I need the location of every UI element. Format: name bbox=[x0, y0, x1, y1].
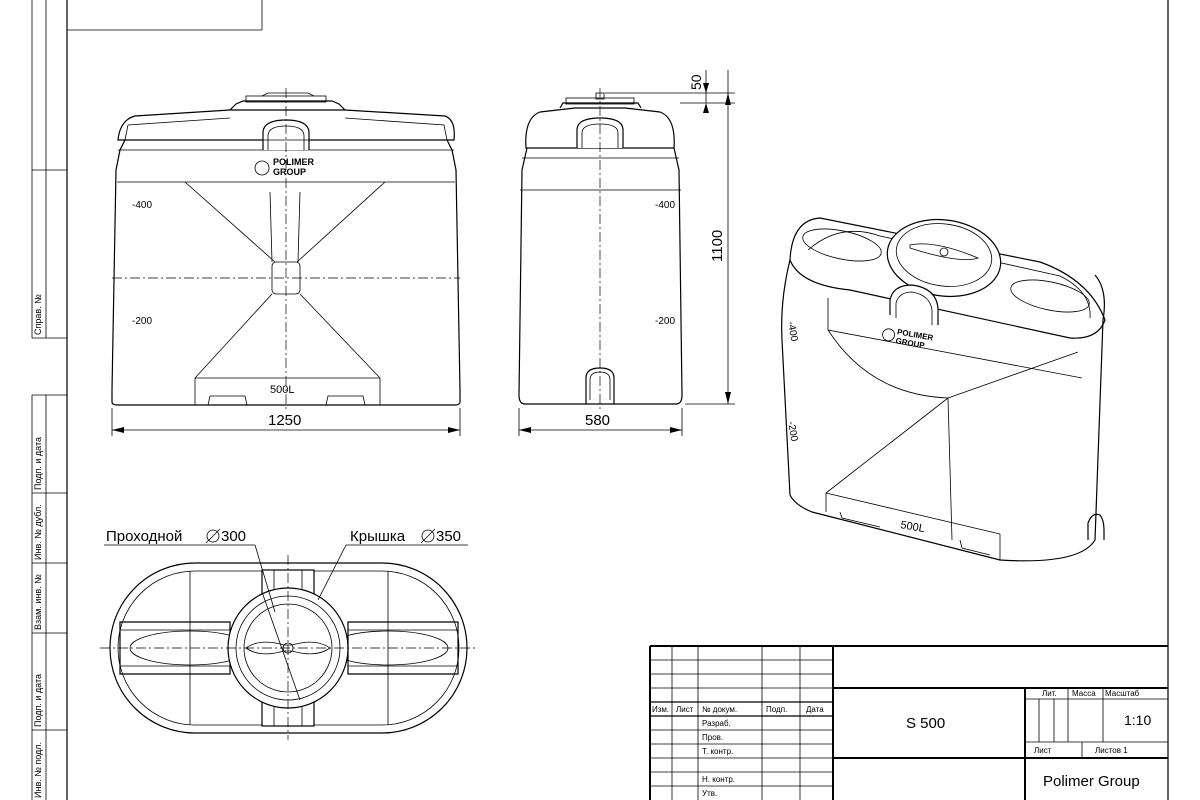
tb-mass-header: Масса bbox=[1072, 689, 1096, 698]
callout-manhole-size: 300 bbox=[221, 528, 246, 545]
frame-label-inv-podl: Инв. № подл. bbox=[33, 742, 43, 798]
tb-scale-value: 1:10 bbox=[1124, 712, 1151, 728]
tb-sheets-label: Листов 1 bbox=[1095, 746, 1128, 755]
dim-cap-height: 50 bbox=[688, 74, 704, 90]
frame-label-inv-dubl: Инв. № дубл. bbox=[33, 504, 43, 560]
brand-logo: POLIMER GROUP bbox=[254, 157, 315, 177]
tb-col-docum: № докум. bbox=[702, 705, 737, 714]
tb-row-razrab: Разраб. bbox=[702, 719, 731, 728]
frame-label-vzam: Взам. инв. № bbox=[33, 574, 43, 630]
iso-level-upper: -400 bbox=[785, 321, 799, 343]
tb-row-utv: Утв. bbox=[702, 789, 717, 798]
callout-lid: Крышка bbox=[350, 528, 406, 545]
tb-sheet-label: Лист bbox=[1034, 746, 1052, 755]
frame-label-podp-2: Подп. и дата bbox=[33, 674, 43, 727]
side-view: -400 -200 580 50 1100 bbox=[518, 70, 735, 436]
tb-col-podp: Подп. bbox=[766, 705, 787, 714]
front-volume-label: 500L bbox=[270, 384, 294, 396]
tb-col-izm: Изм. bbox=[652, 705, 669, 714]
callout-manhole: Проходной bbox=[106, 528, 182, 545]
svg-text:GROUP: GROUP bbox=[273, 167, 306, 177]
svg-text:POLIMER: POLIMER bbox=[273, 157, 315, 167]
frame-label-sprav: Справ. № bbox=[33, 294, 43, 335]
tb-col-data: Дата bbox=[806, 705, 824, 714]
tb-company: Polimer Group bbox=[1043, 773, 1140, 790]
side-level-lower: -200 bbox=[655, 316, 675, 327]
top-view: Проходной 300 Крышка 350 bbox=[100, 528, 478, 740]
tb-col-list: Лист bbox=[676, 705, 694, 714]
iso-brand-logo: POLIMER GROUP bbox=[882, 327, 934, 350]
tb-row-nkontr: Н. контр. bbox=[702, 775, 735, 784]
front-view: POLIMER GROUP -400 -200 500L 1250 bbox=[111, 88, 461, 436]
front-level-lower: -200 bbox=[132, 316, 152, 327]
front-level-upper: -400 bbox=[132, 200, 152, 211]
callout-lid-size: 350 bbox=[436, 528, 461, 545]
tb-designation: S 500 bbox=[906, 715, 945, 732]
dim-total-height: 1100 bbox=[709, 230, 726, 262]
isometric-view: POLIMER GROUP 500L -400 -200 bbox=[781, 217, 1106, 562]
dim-width-side: 580 bbox=[585, 412, 610, 429]
frame-label-podp-1: Подп. и дата bbox=[33, 437, 43, 490]
tb-scale-header: Масштаб bbox=[1105, 689, 1140, 698]
iso-level-lower: -200 bbox=[785, 421, 799, 443]
tb-row-tkontr: Т. контр. bbox=[702, 747, 733, 756]
tb-lit-header: Лит. bbox=[1042, 689, 1057, 698]
iso-volume-label: 500L bbox=[899, 519, 925, 535]
dim-width-front: 1250 bbox=[268, 412, 301, 429]
drawing-frame: Справ. № Подп. и дата Инв. № дубл. Взам.… bbox=[31, 0, 1169, 800]
tb-row-prov: Пров. bbox=[702, 733, 723, 742]
title-block: Изм. Лист № докум. Подп. Дата Разраб. Пр… bbox=[649, 645, 1168, 800]
side-level-upper: -400 bbox=[655, 200, 675, 211]
